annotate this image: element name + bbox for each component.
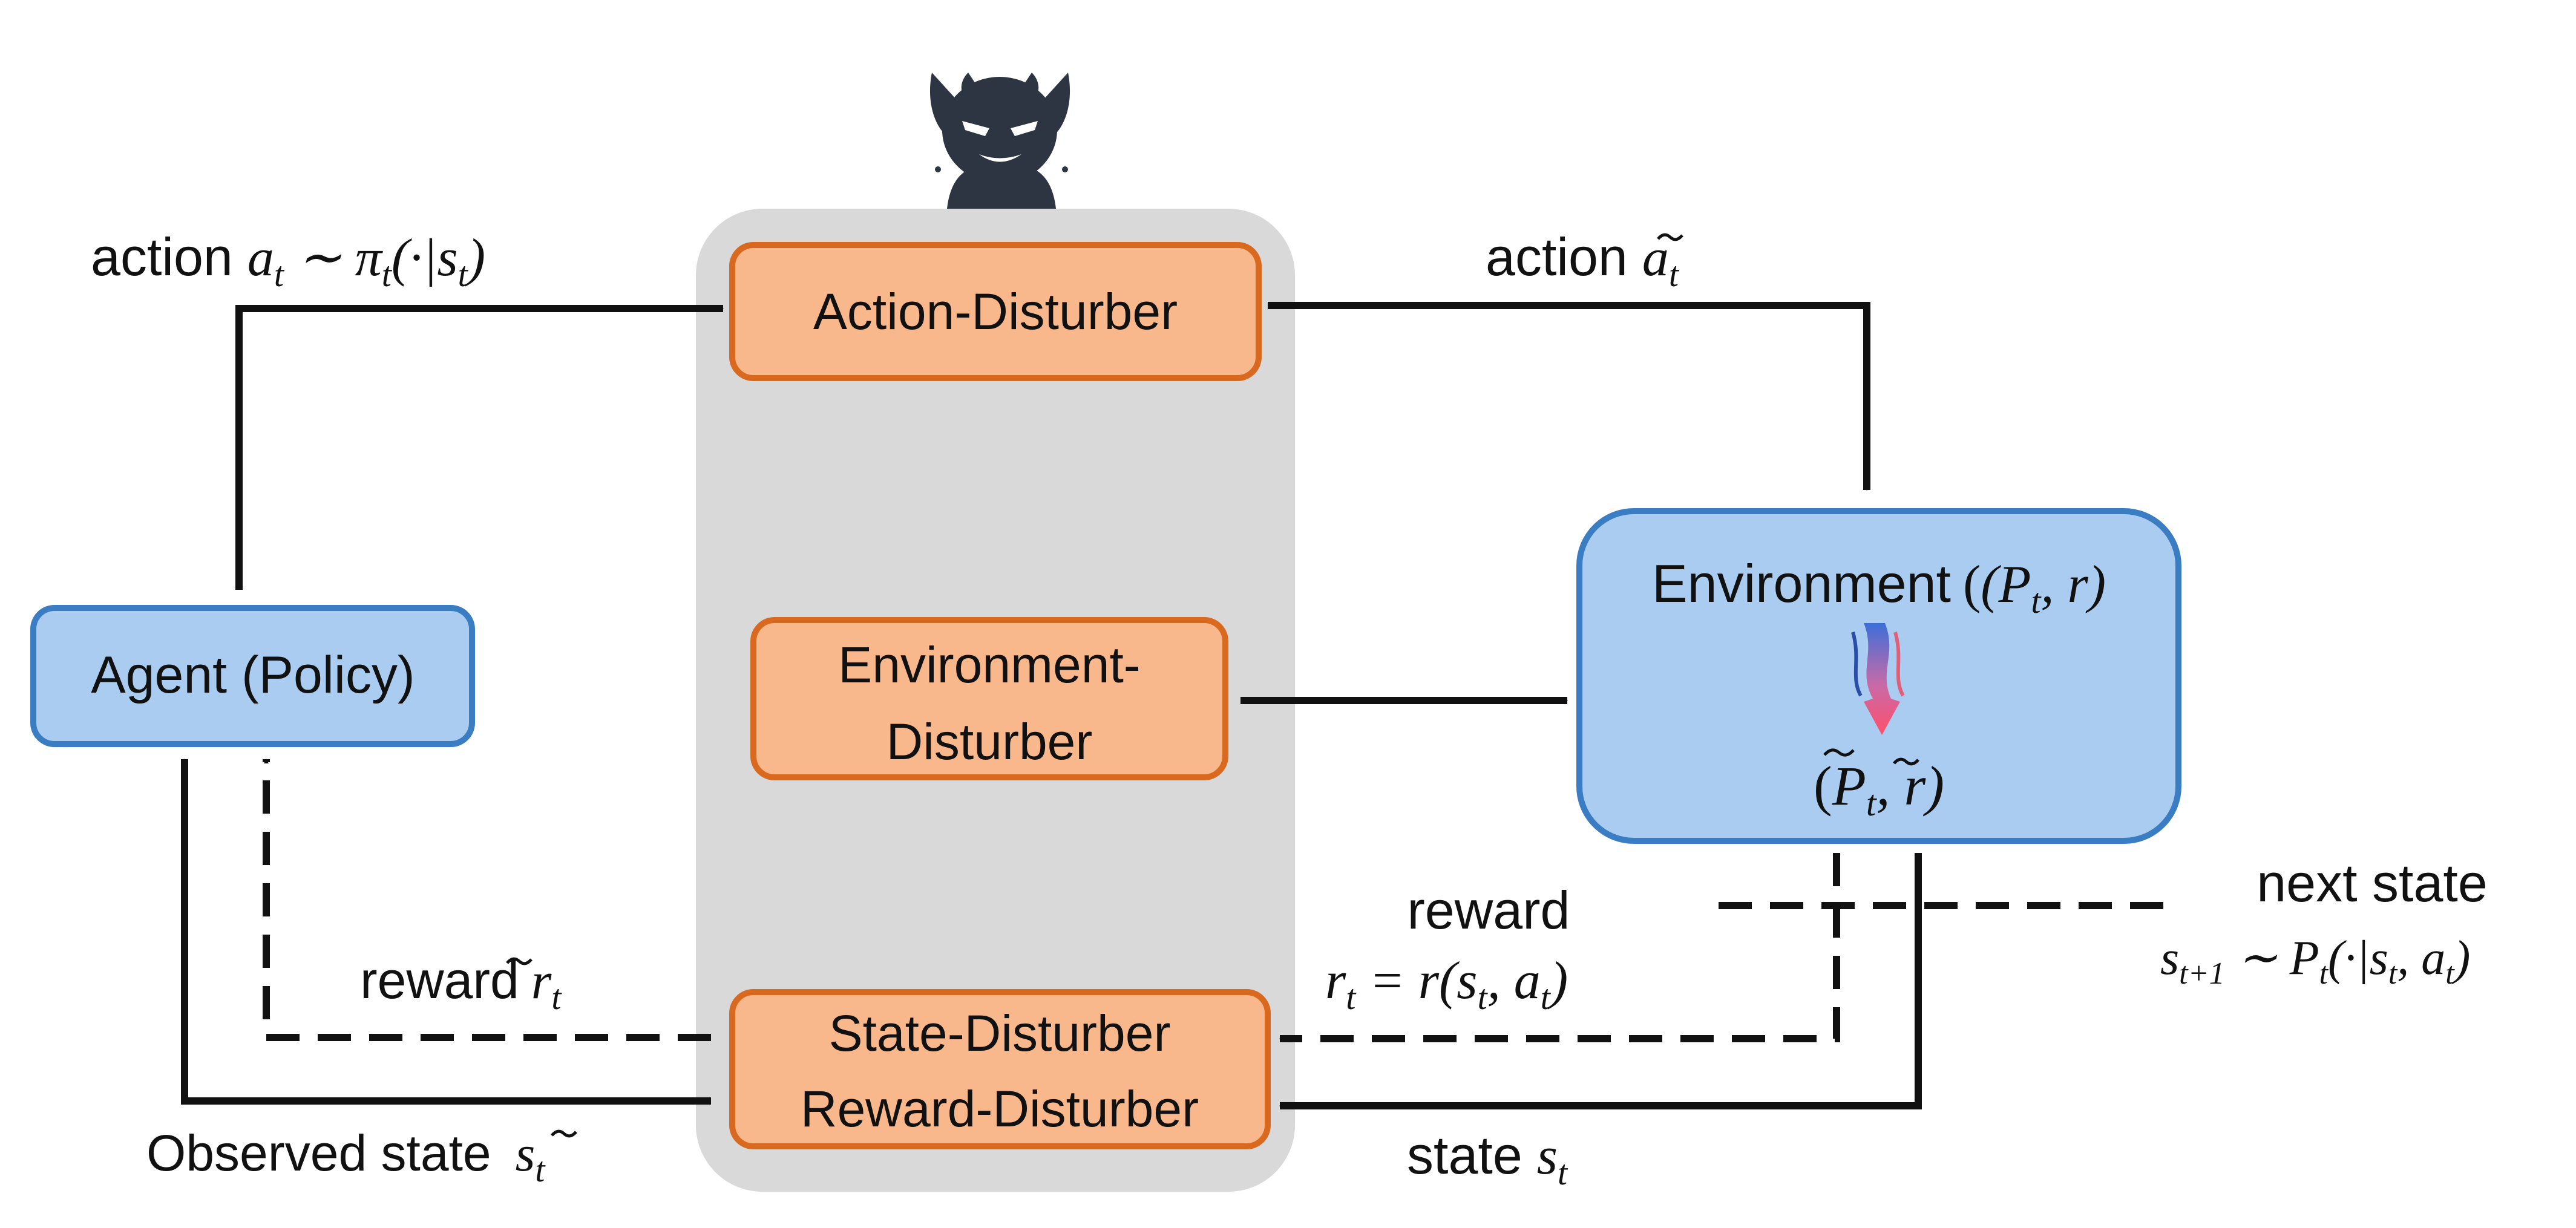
action-out-tilde	[1657, 233, 1683, 241]
environment-disturber-label-line2: Disturber	[887, 713, 1093, 770]
reward-disturber-label: Reward-Disturber	[801, 1080, 1199, 1137]
arrow-environment-to-reward-disturber	[1279, 853, 1840, 1042]
state-reward-disturber-box	[729, 989, 1271, 1149]
action-disturber-label: Action-Disturber	[813, 283, 1178, 340]
arrow-agent-to-action-disturber	[235, 305, 724, 590]
observed-state-tilde	[551, 1129, 577, 1138]
agent-label: Agent (Policy)	[91, 646, 415, 704]
action-disturber-box	[729, 242, 1262, 381]
state-disturber-label: State-Disturber	[829, 1005, 1171, 1062]
arrow-action-disturber-to-environment	[1268, 302, 1870, 491]
label-reward-env-math: rt = r(st, at)	[1325, 952, 1568, 1017]
label-next-state-math: st+1 ∼ Pt(·|st, at)	[2160, 932, 2470, 991]
agent-box	[30, 605, 475, 747]
label-reward-env-word: reward	[1408, 880, 1570, 940]
perturbed-environment-label: (Pt, r)	[1814, 755, 1944, 823]
arrow-disturber-to-agent-state	[181, 759, 711, 1105]
reward-agent-tilde	[506, 957, 533, 965]
perturbation-arrow-icon	[1851, 623, 1905, 735]
environment-label: Environment((Pt, r)	[1652, 554, 2106, 621]
perturbed-r-tilde	[1893, 757, 1919, 766]
arrow-disturber-to-agent-reward	[263, 759, 711, 1041]
environment-disturber-box	[750, 617, 1228, 780]
arrow-environment-to-state-disturber	[1279, 853, 1922, 1109]
label-next-state-word: next state	[2256, 853, 2488, 913]
perturbed-P-tilde	[1823, 748, 1855, 757]
environment-disturber-label-line1: Environment-	[838, 636, 1141, 693]
devil-icon	[929, 73, 1070, 209]
